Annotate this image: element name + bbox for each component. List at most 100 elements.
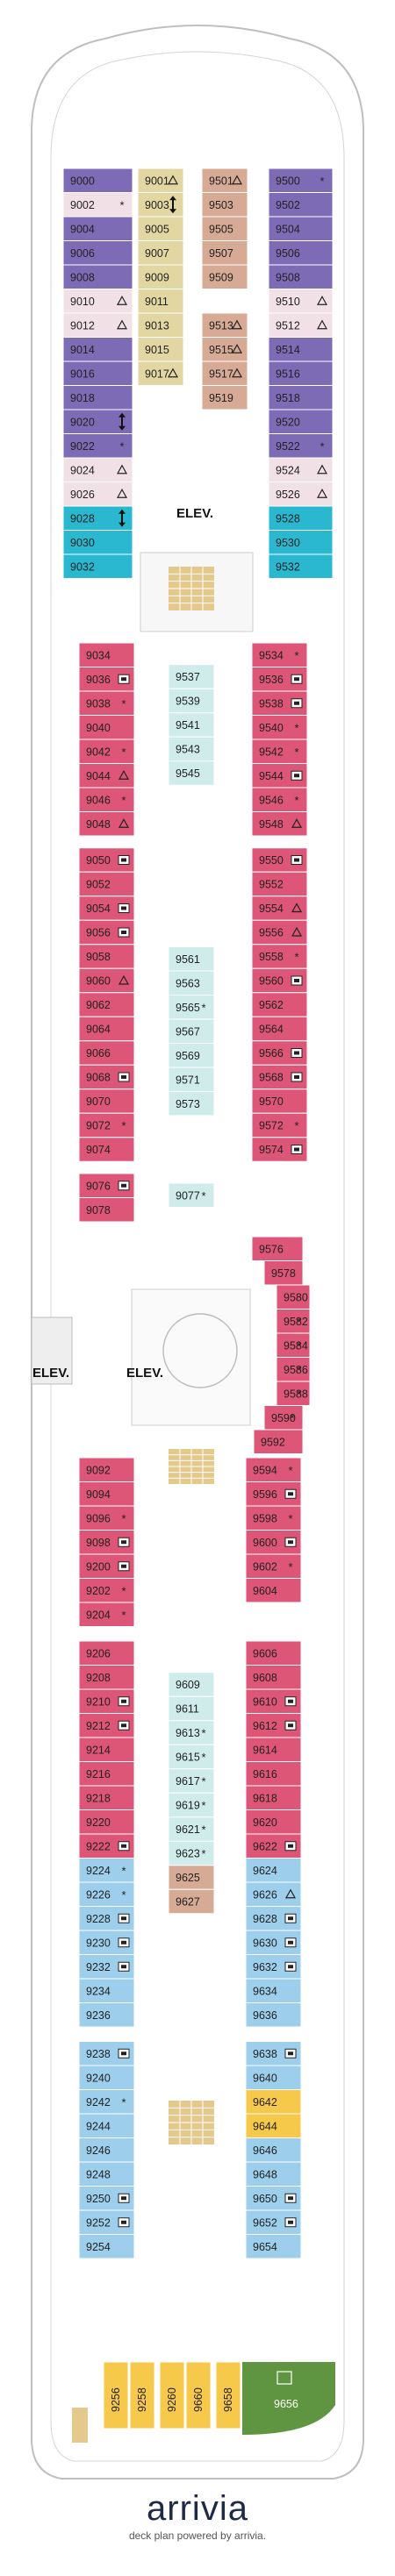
cabin-9509[interactable] <box>201 264 248 289</box>
cabin-9640[interactable] <box>245 2065 302 2090</box>
cabin-9571[interactable] <box>168 1067 215 1092</box>
cabin-9619[interactable] <box>168 1792 215 1818</box>
cabin-9052[interactable] <box>78 871 135 897</box>
cabin-9022[interactable] <box>62 433 133 459</box>
cabin-9520[interactable] <box>268 409 334 434</box>
cabin-9508[interactable] <box>268 264 334 289</box>
cabin-9548[interactable] <box>251 811 308 837</box>
cabin-9064[interactable] <box>78 1016 135 1042</box>
cabin-9000[interactable] <box>62 168 133 193</box>
cabin-9590[interactable] <box>263 1405 304 1431</box>
cabin-9569[interactable] <box>168 1043 215 1068</box>
cabin-9096[interactable] <box>78 1505 135 1531</box>
cabin-9024[interactable] <box>62 457 133 482</box>
cabin-9565[interactable] <box>168 995 215 1020</box>
cabin-9032[interactable] <box>62 553 133 579</box>
cabin-9094[interactable] <box>78 1481 135 1507</box>
cabin-9058[interactable] <box>78 944 135 969</box>
cabin-9613[interactable] <box>168 1720 215 1745</box>
cabin-9534[interactable] <box>251 642 308 667</box>
cabin-9588[interactable] <box>276 1381 311 1406</box>
cabin-9582[interactable] <box>276 1309 311 1334</box>
cabin-9204[interactable] <box>78 1602 135 1627</box>
cabin-9648[interactable] <box>245 2161 302 2187</box>
cabin-9208[interactable] <box>78 1665 135 1690</box>
cabin-9580[interactable] <box>276 1284 311 1309</box>
cabin-9010[interactable] <box>62 289 133 314</box>
cabin-9524[interactable] <box>268 457 334 482</box>
cabin-9018[interactable] <box>62 385 133 410</box>
cabin-9248[interactable] <box>78 2161 135 2187</box>
cabin-9030[interactable] <box>62 530 133 555</box>
cabin-9656[interactable] <box>242 2362 335 2435</box>
cabin-9048[interactable] <box>78 811 135 837</box>
cabin-9617[interactable] <box>168 1768 215 1794</box>
cabin-9530[interactable] <box>268 530 334 555</box>
cabin-9567[interactable] <box>168 1018 215 1044</box>
cabin-9254[interactable] <box>78 2234 135 2259</box>
cabin-9258[interactable] <box>129 2361 155 2430</box>
cabin-9592[interactable] <box>253 1429 304 1454</box>
cabin-9006[interactable] <box>62 240 133 266</box>
cabin-9002[interactable] <box>62 192 133 218</box>
cabin-9008[interactable] <box>62 264 133 289</box>
cabin-9028[interactable] <box>62 505 133 531</box>
cabin-9077[interactable] <box>168 1182 215 1208</box>
cabin-9654[interactable] <box>245 2234 302 2259</box>
cabin-9660[interactable] <box>185 2361 212 2430</box>
cabin-9644[interactable] <box>245 2113 302 2138</box>
cabin-9537[interactable] <box>168 664 215 689</box>
cabin-9618[interactable] <box>245 1785 302 1810</box>
cabin-9621[interactable] <box>168 1816 215 1842</box>
cabin-9505[interactable] <box>201 216 248 241</box>
cabin-9020[interactable] <box>62 409 133 434</box>
cabin-9514[interactable] <box>268 337 334 362</box>
cabin-9518[interactable] <box>268 385 334 410</box>
cabin-9256[interactable] <box>103 2361 129 2430</box>
cabin-9034[interactable] <box>78 642 135 667</box>
cabin-9220[interactable] <box>78 1809 135 1835</box>
cabin-9502[interactable] <box>268 192 334 218</box>
cabin-9528[interactable] <box>268 505 334 531</box>
cabin-9040[interactable] <box>78 715 135 740</box>
cabin-9614[interactable] <box>245 1737 302 1762</box>
cabin-9532[interactable] <box>268 553 334 579</box>
cabin-9012[interactable] <box>62 312 133 338</box>
cabin-9636[interactable] <box>245 2002 302 2028</box>
cabin-9606[interactable] <box>245 1640 302 1666</box>
cabin-9510[interactable] <box>268 289 334 314</box>
cabin-9573[interactable] <box>168 1091 215 1117</box>
cabin-9562[interactable] <box>251 992 308 1017</box>
cabin-9634[interactable] <box>245 1978 302 2003</box>
cabin-9609[interactable] <box>168 1672 215 1697</box>
cabin-9078[interactable] <box>78 1197 135 1223</box>
cabin-9070[interactable] <box>78 1088 135 1114</box>
cabin-9016[interactable] <box>62 360 133 386</box>
cabin-9007[interactable] <box>137 240 184 266</box>
cabin-9541[interactable] <box>168 712 215 738</box>
cabin-9004[interactable] <box>62 216 133 241</box>
cabin-9011[interactable] <box>137 289 184 314</box>
cabin-9226[interactable] <box>78 1881 135 1907</box>
cabin-9604[interactable] <box>245 1578 302 1603</box>
cabin-9519[interactable] <box>201 385 248 410</box>
cabin-9554[interactable] <box>251 896 308 921</box>
cabin-9658[interactable] <box>215 2361 241 2430</box>
cabin-9594[interactable] <box>245 1457 302 1482</box>
cabin-9062[interactable] <box>78 992 135 1017</box>
cabin-9598[interactable] <box>245 1505 302 1531</box>
cabin-9236[interactable] <box>78 2002 135 2028</box>
cabin-9522[interactable] <box>268 433 334 459</box>
cabin-9092[interactable] <box>78 1457 135 1482</box>
cabin-9626[interactable] <box>245 1881 302 1907</box>
cabin-9504[interactable] <box>268 216 334 241</box>
cabin-9625[interactable] <box>168 1865 215 1890</box>
cabin-9216[interactable] <box>78 1761 135 1787</box>
cabin-9005[interactable] <box>137 216 184 241</box>
cabin-9572[interactable] <box>251 1112 308 1138</box>
cabin-9646[interactable] <box>245 2137 302 2163</box>
cabin-9611[interactable] <box>168 1695 215 1722</box>
cabin-9260[interactable] <box>159 2361 185 2430</box>
cabin-9578[interactable] <box>263 1260 304 1286</box>
cabin-9570[interactable] <box>251 1088 308 1114</box>
